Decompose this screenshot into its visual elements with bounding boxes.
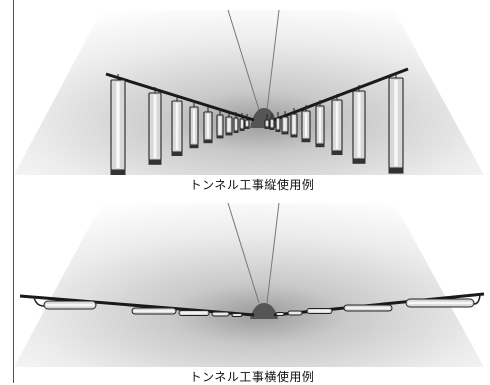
- vertical-light-fixture: [189, 101, 199, 149]
- vertical-light-fixture: [233, 112, 239, 133]
- vertical-light-fixture: [239, 113, 245, 131]
- vertical-light-fixture: [301, 105, 311, 143]
- vertical-light-fixture: [264, 114, 270, 129]
- vertical-light-fixture: [171, 95, 183, 156]
- vertical-light-fixture: [275, 112, 281, 132]
- horizontal-light-fixture: [43, 300, 97, 310]
- ceiling-line-left: [227, 9, 260, 111]
- vertical-use-panel: トンネル工事縦使用例: [14, 0, 490, 192]
- vertical-light-fixture: [244, 114, 250, 129]
- tunnel-wall: [14, 203, 484, 367]
- ceiling-line-right: [266, 9, 280, 111]
- horizontal-use-panel: トンネル工事横使用例: [14, 195, 490, 384]
- horizontal-light-fixture: [343, 304, 393, 312]
- tunnel-wall: [14, 10, 484, 175]
- vertical-light-fixture: [290, 108, 298, 138]
- horizontal-light-fixture: [287, 310, 303, 316]
- vertical-light-fixture: [225, 111, 233, 136]
- vertical-light-fixture: [331, 94, 343, 155]
- tunnel-exit: [250, 303, 278, 319]
- horizontal-light-fixture: [178, 310, 210, 316]
- horizontal-light-fixture: [405, 298, 475, 308]
- tunnel-vertical-illustration: [14, 9, 484, 175]
- horizontal-light-fixture: [231, 313, 243, 317]
- vertical-light-fixture: [148, 87, 162, 165]
- left-border-line: [13, 0, 14, 383]
- vertical-light-fixture: [281, 111, 289, 135]
- vertical-light-fixture: [216, 109, 224, 139]
- horizontal-light-fixture: [131, 307, 177, 315]
- horizontal-light-fixture: [211, 311, 230, 317]
- fixture-hook: [473, 294, 481, 305]
- horizontal-use-caption: トンネル工事横使用例: [189, 370, 315, 384]
- vertical-use-caption: トンネル工事縦使用例: [189, 178, 315, 192]
- ceiling-line-right: [266, 202, 280, 304]
- vertical-light-fixture: [203, 106, 213, 144]
- fixture-hook: [33, 296, 45, 307]
- vertical-light-fixture: [110, 74, 126, 175]
- horizontal-light-fixture: [306, 308, 333, 314]
- ceiling-line-left: [227, 202, 260, 304]
- tunnel-horizontal-illustration: [14, 202, 485, 367]
- vertical-light-fixture: [269, 113, 275, 130]
- vertical-light-fixture: [315, 100, 325, 148]
- lighting-rail-right: [273, 67, 409, 122]
- horizontal-light-fixture: [275, 312, 285, 316]
- vertical-light-fixture: [352, 85, 366, 164]
- vertical-light-fixture: [388, 72, 404, 174]
